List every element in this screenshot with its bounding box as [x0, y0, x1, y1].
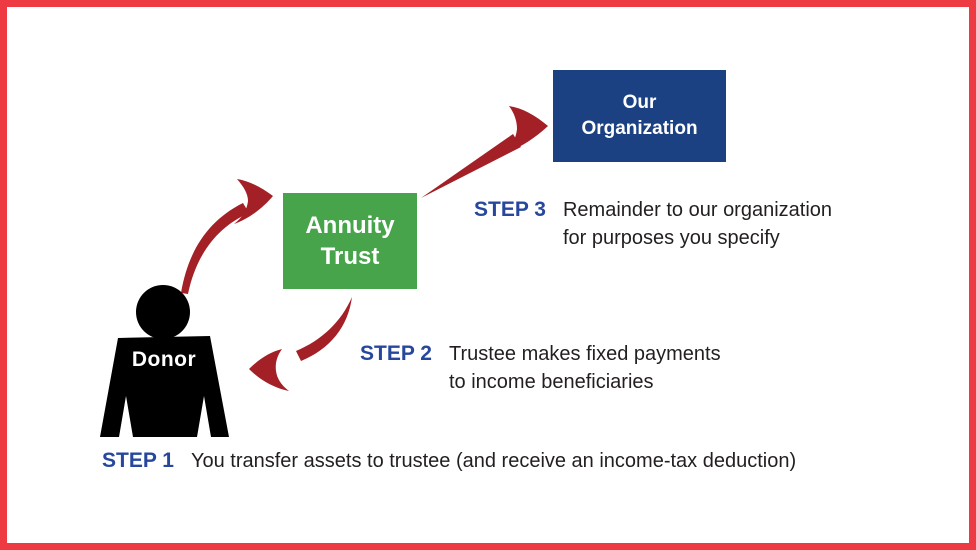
- arrow-donor-to-trust-body-icon: [181, 203, 249, 294]
- step-1-row: STEP 1 You transfer assets to trustee (a…: [102, 447, 796, 475]
- arrow-trust-to-donor-head-icon: [249, 349, 289, 391]
- arrow-trust-to-donor-body-icon: [296, 297, 352, 361]
- step-3-label: STEP 3: [474, 198, 546, 221]
- donor-figure-head-icon: [136, 285, 190, 339]
- donor-label: Donor: [131, 348, 197, 371]
- our-organization-label: Our Organization: [581, 92, 698, 139]
- step-1-description: You transfer assets to trustee (and rece…: [190, 450, 797, 472]
- step-1-label: STEP 1: [102, 449, 174, 472]
- step-2-description: Trustee makes fixed payments to income b…: [448, 343, 721, 393]
- annuity-trust-box: Annuity Trust: [283, 193, 417, 289]
- annuity-trust-label: Annuity Trust: [305, 212, 395, 270]
- step-3-description: Remainder to our organization for purpos…: [562, 199, 833, 249]
- donor-figure-body-icon: [100, 336, 229, 437]
- arrow-trust-to-organization-body-icon: [421, 134, 521, 198]
- arrow-donor-to-trust-head-icon: [234, 179, 273, 224]
- step-2-label: STEP 2: [360, 342, 432, 365]
- step-2-row: STEP 2 Trustee makes fixed payments to i…: [360, 340, 721, 396]
- step-3-row: STEP 3 Remainder to our organization for…: [474, 196, 832, 252]
- arrow-trust-to-organization-head-icon: [505, 106, 548, 153]
- our-organization-box: Our Organization: [553, 70, 726, 162]
